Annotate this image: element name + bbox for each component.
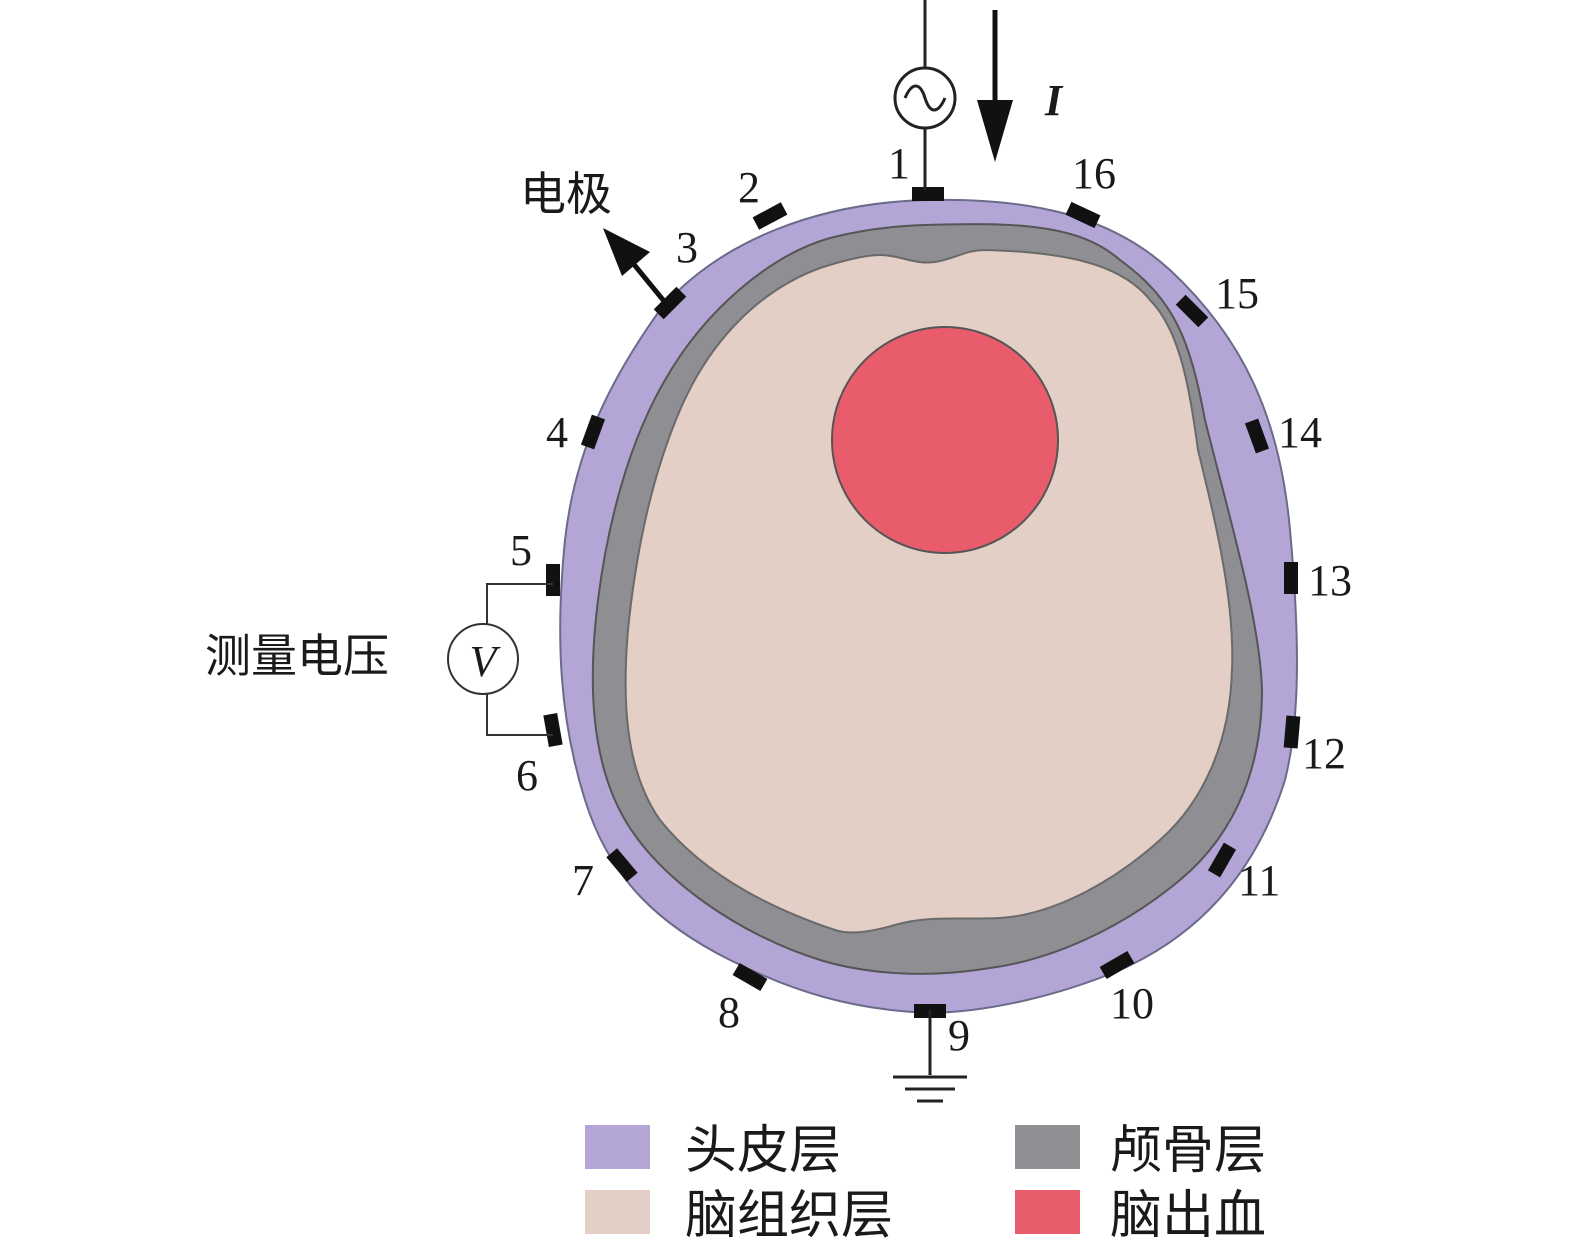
electrode-callout: 电极 xyxy=(520,167,670,308)
electrode-group xyxy=(543,187,1301,1018)
legend-swatch-brain xyxy=(585,1190,650,1234)
current-source xyxy=(893,0,957,190)
electrode-14 xyxy=(1244,418,1270,454)
voltmeter-label: V xyxy=(470,637,502,686)
electrode-13 xyxy=(1284,562,1298,594)
legend-swatch-skull xyxy=(1015,1125,1080,1169)
electrode-number-16: 16 xyxy=(1072,149,1116,198)
electrode-4 xyxy=(580,414,606,450)
electrode-label: 电极 xyxy=(520,167,612,221)
electrode-number-7: 7 xyxy=(572,856,594,905)
legend-label-scalp: 头皮层 xyxy=(685,1121,841,1181)
voltmeter-circuit: V 测量电压 xyxy=(205,583,553,736)
down-arrow-icon xyxy=(977,100,1013,162)
legend: 头皮层 颅骨层 脑组织层 脑出血 xyxy=(585,1121,1266,1246)
measure-voltage-label: 测量电压 xyxy=(205,629,389,683)
electrode-1 xyxy=(912,187,944,201)
brain-tissue-layer xyxy=(624,248,1234,934)
electrode-number-14: 14 xyxy=(1278,408,1322,457)
electrode-number-15: 15 xyxy=(1215,269,1259,318)
electrode-number-8: 8 xyxy=(718,988,740,1037)
electrode-3 xyxy=(653,286,687,320)
electrode-number-6: 6 xyxy=(516,751,538,800)
electrode-number-13: 13 xyxy=(1308,556,1352,605)
electrode-11 xyxy=(1207,842,1237,878)
electrode-number-4: 4 xyxy=(546,408,568,457)
electrode-number-3: 3 xyxy=(676,223,698,272)
legend-label-hemorrhage: 脑出血 xyxy=(1110,1186,1266,1246)
current-arrow: I xyxy=(977,10,1064,162)
electrode-10 xyxy=(1099,950,1135,980)
electrode-number-group: 1 2 3 4 5 6 7 8 9 10 11 12 13 14 15 16 xyxy=(510,139,1352,1060)
legend-swatch-hemorrhage xyxy=(1015,1190,1080,1234)
electrode-number-9: 9 xyxy=(948,1011,970,1060)
electrode-15 xyxy=(1175,294,1209,328)
electrode-16 xyxy=(1065,201,1101,229)
electrode-number-5: 5 xyxy=(510,526,532,575)
voltmeter-icon xyxy=(447,623,519,695)
current-label: I xyxy=(1044,76,1064,125)
legend-swatch-scalp xyxy=(585,1125,650,1169)
legend-label-brain: 脑组织层 xyxy=(685,1186,893,1246)
electrode-8 xyxy=(732,962,768,992)
electrode-number-2: 2 xyxy=(738,163,760,212)
electrode-6 xyxy=(543,713,563,747)
up-left-arrow-icon xyxy=(603,228,650,276)
hemorrhage-region xyxy=(831,326,1059,554)
electrode-7 xyxy=(606,848,638,882)
legend-label-skull: 颅骨层 xyxy=(1110,1121,1266,1181)
electrode-number-11: 11 xyxy=(1238,856,1280,905)
electrode-number-1: 1 xyxy=(888,139,910,188)
electrode-12 xyxy=(1283,715,1301,749)
electrode-number-12: 12 xyxy=(1302,729,1346,778)
electrode-number-10: 10 xyxy=(1110,979,1154,1028)
electrode-5 xyxy=(546,564,560,596)
ground-symbol xyxy=(893,1010,967,1103)
electrode-2 xyxy=(752,202,788,230)
